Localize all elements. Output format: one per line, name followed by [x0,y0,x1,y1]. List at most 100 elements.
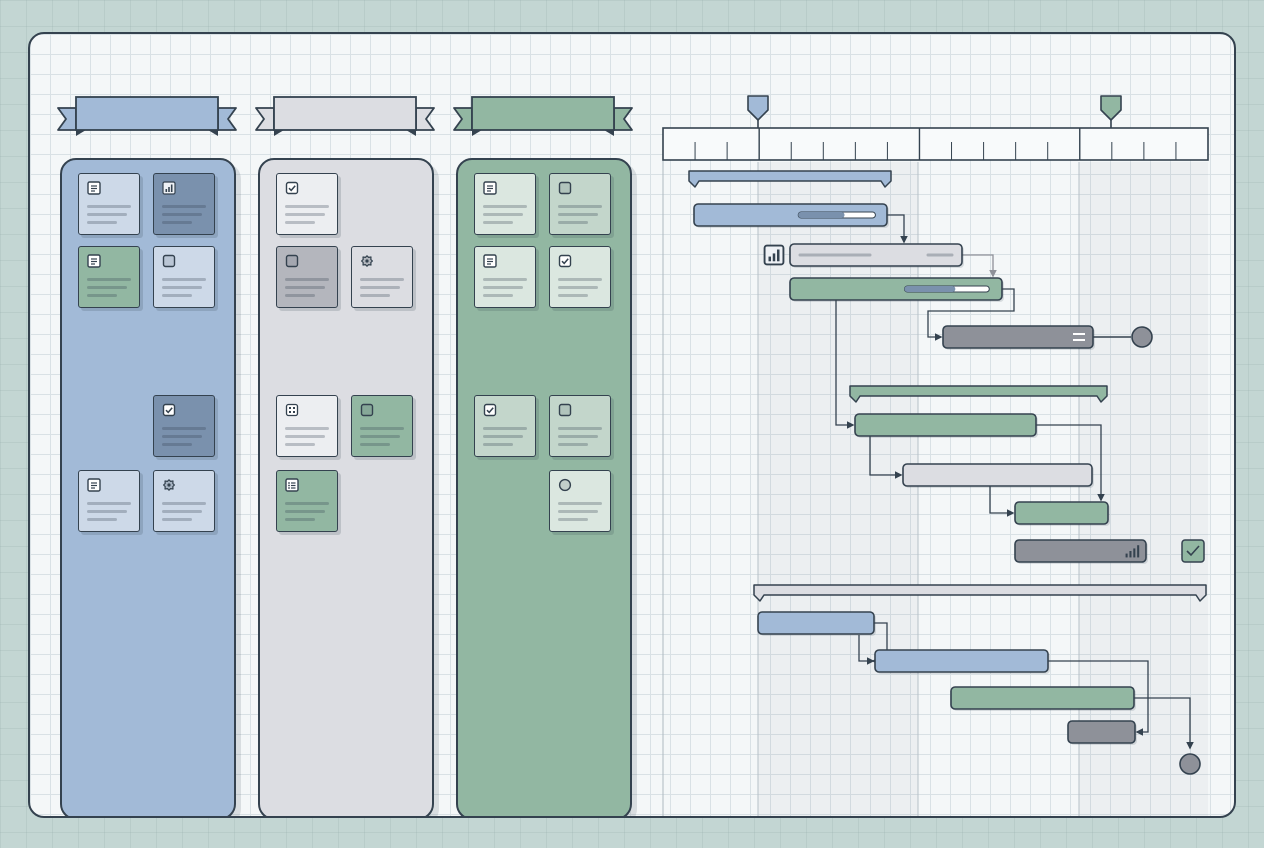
card-text-placeholder [558,286,598,289]
card-text-placeholder [162,427,206,430]
milestone-end[interactable] [1179,753,1201,775]
task-bar-8[interactable] [1014,539,1147,563]
card-text-placeholder [285,518,315,521]
task-card[interactable] [153,246,215,308]
card-text-placeholder [483,443,513,446]
card-text-placeholder [558,205,602,208]
card-text-placeholder [360,294,390,297]
gear-icon [162,478,176,492]
card-text-placeholder [162,294,192,297]
task-card[interactable] [549,246,611,308]
task-card[interactable] [153,395,215,457]
card-text-placeholder [162,221,192,224]
milestone-pin-icon[interactable] [1100,95,1122,121]
dependency-arrow [858,635,875,665]
checkbox-icon [558,181,572,195]
task-card[interactable] [351,246,413,308]
timeline-period-band [758,162,918,816]
checkbox-icon [162,254,176,268]
timeline-period-band [1079,162,1208,816]
task-card[interactable] [474,246,536,308]
summary-bar-1[interactable] [688,170,892,188]
card-text-placeholder [285,213,325,216]
task-card[interactable] [276,246,338,308]
timeline-ruler[interactable] [662,127,1209,161]
task-card[interactable] [549,173,611,235]
card-text-placeholder [285,221,315,224]
dependency-arrow [869,436,903,479]
summary-bar-2[interactable] [849,385,1108,403]
task-bar-1[interactable] [693,203,888,227]
card-text-placeholder [483,221,513,224]
checkbox-icon [360,403,374,417]
card-text-placeholder [285,435,325,438]
task-card[interactable] [78,470,140,532]
dependency-arrow [927,288,1015,341]
checkbox-checked-icon [483,403,497,417]
dependency-arrow [1134,697,1194,750]
card-text-placeholder [558,221,588,224]
document-icon [87,181,101,195]
task-card[interactable] [351,395,413,457]
card-text-placeholder [285,502,329,505]
milestone-circle[interactable] [1131,326,1153,348]
card-text-placeholder [285,510,325,513]
card-text-placeholder [87,213,127,216]
card-text-placeholder [162,510,202,513]
card-text-placeholder [483,213,523,216]
progress-fill [798,212,845,218]
card-text-placeholder [360,286,400,289]
card-text-placeholder [483,294,513,297]
checkbox-checked-icon[interactable] [1181,539,1205,563]
card-text-placeholder [162,435,202,438]
card-text-placeholder [87,294,117,297]
card-text-placeholder [162,518,192,521]
card-text-placeholder [87,205,131,208]
checkbox-checked-icon [558,254,572,268]
grid-icon [285,403,299,417]
card-text-placeholder [162,443,192,446]
checkbox-checked-icon [162,403,176,417]
circle-icon [558,478,572,492]
card-text-placeholder [87,221,117,224]
task-card[interactable] [474,395,536,457]
task-bar-5[interactable] [854,413,1037,437]
summary-bar-3[interactable] [753,584,1207,602]
task-card[interactable] [276,470,338,532]
document-icon [87,254,101,268]
bar-chart-icon [162,181,176,195]
task-bar-2[interactable] [789,243,963,267]
dependency-arrow [835,300,855,429]
task-bar-12[interactable] [1067,720,1136,744]
checkbox-icon [558,403,572,417]
task-card[interactable] [78,246,140,308]
task-bar-7[interactable] [1014,501,1109,525]
task-card[interactable] [276,395,338,457]
task-bar-9[interactable] [757,611,875,635]
task-bar-11[interactable] [950,686,1135,710]
check-mark [1186,545,1200,557]
signal-icon [1125,545,1140,558]
task-card[interactable] [78,173,140,235]
column-gray-header-banner [255,96,435,136]
bar-chart-icon [763,244,785,266]
task-card[interactable] [549,395,611,457]
task-card[interactable] [474,173,536,235]
task-card[interactable] [153,470,215,532]
card-text-placeholder [483,205,527,208]
card-text-placeholder [285,294,315,297]
task-card[interactable] [276,173,338,235]
card-text-placeholder [360,443,390,446]
task-card[interactable] [549,470,611,532]
task-bar-6[interactable] [902,463,1093,487]
task-card[interactable] [153,173,215,235]
card-text-placeholder [285,427,329,430]
task-bar-10[interactable] [874,649,1049,673]
task-bar-4[interactable] [942,325,1094,349]
card-text-placeholder [558,435,598,438]
milestone-pin-icon[interactable] [747,95,769,121]
checkbox-icon [285,254,299,268]
card-text-placeholder [285,286,325,289]
card-text-placeholder [360,435,400,438]
task-bar-3[interactable] [789,277,1003,301]
